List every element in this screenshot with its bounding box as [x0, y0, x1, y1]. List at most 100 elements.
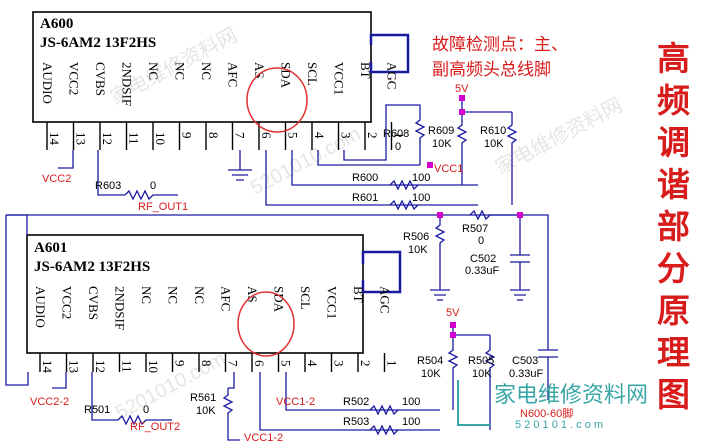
pin-number: 9: [180, 132, 195, 139]
node-dot: [459, 95, 465, 101]
pin-label: NC: [166, 286, 181, 304]
pin-number: 5: [286, 132, 301, 139]
pin-label: SCL: [298, 286, 313, 310]
vcc2-2-wire: [52, 372, 67, 389]
label-r561-value: 10K: [196, 405, 216, 417]
cvbs2-wire: [91, 372, 118, 421]
label-r505: R505: [468, 355, 494, 367]
pin-label: AS: [252, 62, 267, 79]
pin-label: SDA: [272, 286, 287, 313]
label-vcc2-2: VCC2-2: [30, 396, 69, 408]
scl-wire: [291, 150, 478, 186]
pin-label: NC: [146, 62, 161, 80]
tuner-a600-model: JS-6AM2 13F2HS: [40, 35, 156, 51]
pin-label: AUDIO: [40, 62, 55, 104]
tuner-a601-nodes: [437, 212, 523, 338]
tuner-a601-labels: VCC2-2 R501 0 RF_OUT2 R561 10K VCC1-2 VC…: [30, 223, 573, 444]
cvbs-wire: [97, 150, 125, 196]
label-r502: R502: [343, 396, 369, 408]
label-5v-2: 5V: [446, 307, 460, 319]
label-r507-value: 0: [478, 235, 484, 247]
tuner-a601: A601 JS-6AM2 13F2HS AUDIO14VCC213CVBS122…: [26, 234, 402, 374]
label-rf-out1: RF_OUT1: [138, 201, 188, 213]
label-vcc1-2-b: VCC1-2: [244, 432, 283, 444]
pin-label: VCC2: [60, 286, 75, 319]
label-vcc1: VCC1: [434, 163, 463, 175]
side-title-char: 调: [657, 123, 690, 162]
tuner-a600-name: A600: [40, 16, 73, 32]
pin-number: 8: [206, 132, 221, 139]
tuner-a601-connector: [361, 250, 402, 294]
label-r608-value: 0: [395, 141, 401, 153]
r504-resistor: [447, 335, 459, 410]
label-r603-value: 0: [150, 180, 156, 192]
label-r600: R600: [352, 172, 378, 184]
highlight-circle-bottom: [237, 291, 295, 357]
pin-label: NC: [139, 286, 154, 304]
r608-resistor: [400, 104, 426, 165]
ground-symbol: [228, 169, 252, 181]
side-title-char: 分: [657, 249, 690, 288]
ground-symbol: [510, 289, 530, 301]
pin-number: 12: [93, 360, 108, 373]
pin-number: 3: [332, 360, 347, 367]
r609-resistor: [456, 112, 468, 185]
pin-number: 8: [199, 360, 214, 367]
pin-label: VCC1: [325, 286, 340, 319]
pin-label: NC: [192, 286, 207, 304]
pin-number: 10: [153, 132, 168, 145]
label-r504: R504: [417, 355, 443, 367]
pin-label: AGC: [385, 62, 400, 89]
pin-label: AFC: [226, 62, 241, 87]
pin-number: 7: [233, 132, 248, 139]
pin-number: 9: [173, 360, 188, 367]
vcc1-wire: [317, 150, 420, 166]
side-title-char: 部: [657, 207, 690, 246]
pin-label: VCC1: [332, 62, 347, 95]
tuner-a601-model: JS-6AM2 13F2HS: [34, 259, 150, 275]
side-title-char: 图: [657, 375, 690, 414]
node-dot: [427, 162, 433, 168]
fault-annotation: 故障检测点：主、 副高频头总线脚: [432, 35, 568, 80]
logo-mark: [457, 380, 490, 426]
label-r502-value: 100: [402, 396, 420, 408]
v5-rail: [461, 98, 512, 113]
label-5v: 5V: [455, 83, 469, 95]
label-r601: R601: [352, 192, 378, 204]
pin-label: NC: [199, 62, 214, 80]
label-c503: C503: [512, 355, 538, 367]
r501-resistor: [117, 414, 172, 426]
label-r603: R603: [95, 180, 121, 192]
side-title-char: 高: [657, 39, 690, 78]
pin-label: AGC: [378, 286, 393, 313]
pin-number: 11: [127, 132, 142, 145]
r507-resistor: [469, 209, 520, 221]
r506-resistor: [434, 215, 446, 290]
tuner-a601-name: A601: [34, 240, 67, 256]
pin-number: 6: [252, 360, 267, 367]
site-logo: 家电维修资料网 5 2 0 1 0 1 . c o m: [457, 380, 648, 431]
pin-label: BT: [351, 286, 366, 303]
pin-number: 2: [365, 132, 380, 139]
tuner-a600-nodes: [427, 95, 465, 168]
pin-number: 13: [74, 132, 89, 145]
pin-label: AFC: [219, 286, 234, 311]
annotation-line-1: 故障检测点：主、: [432, 35, 568, 55]
pin-label: CVBS: [86, 286, 101, 320]
r561-resistor: [222, 388, 240, 441]
label-r506: R506: [403, 231, 429, 243]
tuner-a600: A600 JS-6AM2 13F2HS AUDIO14VCC213CVBS122…: [32, 11, 410, 150]
r505-resistor: [484, 335, 496, 430]
v5-rail-2: [452, 325, 490, 336]
pin-number: 10: [146, 360, 161, 373]
pin-label: SCL: [305, 62, 320, 86]
label-r501-value: 0: [143, 404, 149, 416]
label-r609: R609: [428, 125, 454, 137]
r601-resistor: [389, 199, 419, 211]
label-r505-value: 10K: [472, 368, 492, 380]
tuner-a600-labels: VCC2 R603 0 RF_OUT1 R608 0 R609 10K R610…: [42, 83, 506, 213]
label-r501: R501: [84, 404, 110, 416]
c503-capacitor: [538, 349, 558, 400]
label-vcc2: VCC2: [42, 173, 71, 185]
pin-label: SDA: [279, 62, 294, 89]
